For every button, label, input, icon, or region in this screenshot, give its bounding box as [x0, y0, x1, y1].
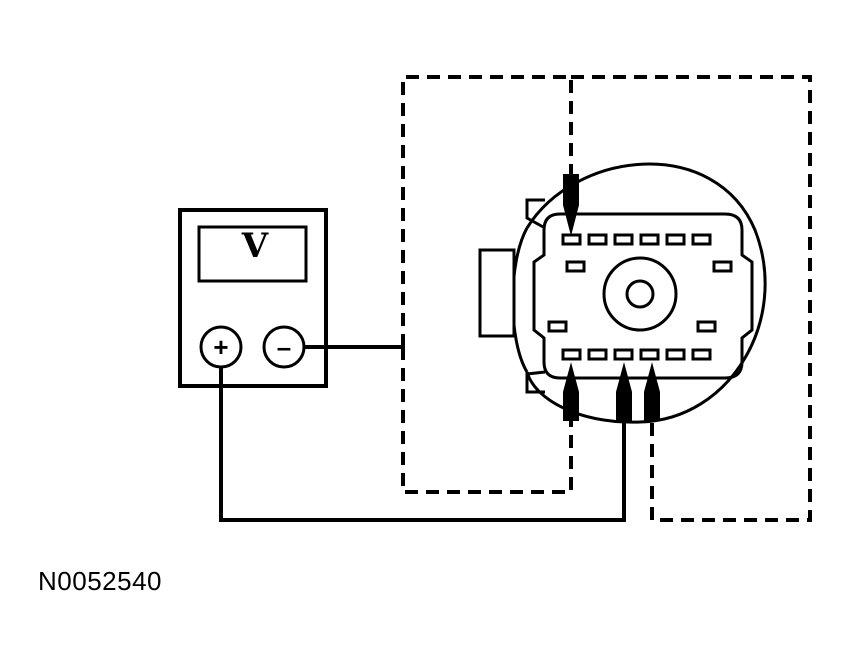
probe-bottom-middle — [616, 362, 632, 421]
pin-bottom-6 — [691, 348, 712, 361]
connector-outer-arc — [525, 162, 767, 424]
minus-symbol: – — [277, 332, 291, 362]
connector-bottom-clip — [525, 370, 546, 394]
voltmeter-display — [197, 225, 308, 283]
pin-bottom-1 — [561, 348, 582, 361]
pin-top-5 — [665, 233, 686, 246]
pin-side-1 — [565, 260, 586, 273]
dashed-circuit-right — [571, 75, 812, 522]
pin-top-4 — [639, 233, 660, 246]
figure-id: N0052540 — [38, 566, 162, 596]
pin-top-6 — [691, 233, 712, 246]
positive-lead-wire — [219, 368, 626, 522]
connector-center-ring — [602, 256, 678, 332]
pin-top-1 — [561, 233, 582, 246]
pin-top-3 — [613, 233, 634, 246]
pin-bottom-3 — [613, 348, 634, 361]
voltmeter-symbol: V — [241, 226, 269, 266]
probe-bottom-left — [563, 362, 579, 421]
pin-side-3 — [547, 320, 568, 333]
dashed-circuit-left — [401, 75, 573, 347]
negative-terminal[interactable] — [262, 325, 306, 369]
connector — [478, 162, 767, 424]
pin-bottom-4 — [639, 348, 660, 361]
pin-side-4 — [696, 320, 717, 333]
plus-symbol: + — [213, 332, 228, 362]
pin-top-2 — [587, 233, 608, 246]
pin-bottom-2 — [587, 348, 608, 361]
connector-center-hole — [625, 279, 655, 309]
probe-top — [563, 174, 579, 236]
dashed-circuit-left-bottom — [401, 347, 573, 494]
connector-face — [532, 212, 754, 380]
probe-bottom-right — [644, 362, 660, 421]
pin-bottom-5 — [665, 348, 686, 361]
pin-side-2 — [712, 260, 733, 273]
positive-terminal[interactable] — [199, 325, 243, 369]
connector-side-tab — [478, 248, 516, 338]
connector-top-clip — [525, 198, 546, 230]
